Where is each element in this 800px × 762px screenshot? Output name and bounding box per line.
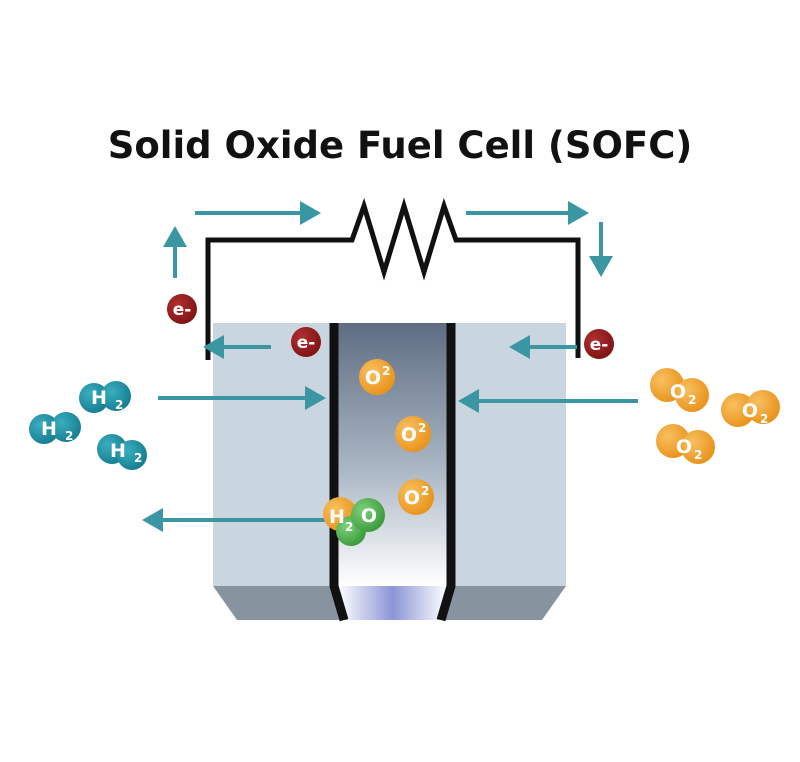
hydrogen-symbol: H bbox=[91, 387, 107, 409]
oxide-ion: O 2 bbox=[398, 479, 434, 515]
oxide-superscript: 2 bbox=[382, 364, 390, 378]
water-molecule: H 2 O bbox=[323, 497, 385, 546]
electron-cathode: e- bbox=[584, 329, 614, 359]
flow-arrows bbox=[142, 201, 638, 532]
anode-interface bbox=[329, 323, 349, 622]
water-o-symbol: O bbox=[361, 505, 377, 527]
oxygen-symbol: O bbox=[742, 400, 758, 422]
oxide-ion: O 2 bbox=[395, 416, 431, 452]
cathode bbox=[455, 323, 566, 586]
hydrogen-symbol: H bbox=[110, 440, 126, 462]
electron-label: e- bbox=[173, 300, 192, 320]
electron-label: e- bbox=[590, 335, 609, 355]
oxygen-symbol: O bbox=[670, 381, 686, 403]
electron-label: e- bbox=[297, 333, 316, 353]
oxide-symbol: O bbox=[404, 487, 420, 509]
arrow-electron-cathode bbox=[509, 335, 577, 359]
electrolyte-slot bbox=[338, 586, 447, 620]
arrow-water-out bbox=[142, 508, 326, 532]
anode bbox=[213, 323, 330, 586]
hydrogen-molecule: H 2 bbox=[97, 434, 147, 470]
anode-base bbox=[213, 586, 352, 620]
electron-anode: e- bbox=[291, 327, 321, 357]
arrow-current-up bbox=[163, 226, 187, 278]
hydrogen-subscript: 2 bbox=[65, 429, 73, 443]
arrow-electron-anode bbox=[203, 335, 271, 359]
electrolyte bbox=[338, 323, 447, 586]
oxide-superscript: 2 bbox=[421, 484, 429, 498]
oxygen-subscript: 2 bbox=[694, 448, 702, 462]
oxygen-subscript: 2 bbox=[688, 393, 696, 407]
arrow-current-top-left bbox=[195, 201, 321, 225]
diagram-title: Solid Oxide Fuel Cell (SOFC) bbox=[108, 124, 693, 167]
arrow-oxygen-in bbox=[458, 389, 638, 413]
oxide-ion: O 2 bbox=[359, 359, 395, 395]
cathode-interface bbox=[436, 323, 456, 622]
cathode-base bbox=[433, 586, 566, 620]
oxide-symbol: O bbox=[401, 424, 417, 446]
electron-anode-side: e- bbox=[167, 294, 197, 324]
water-subscript: 2 bbox=[345, 520, 353, 534]
hydrogen-subscript: 2 bbox=[134, 451, 142, 465]
hydrogen-subscript: 2 bbox=[115, 398, 123, 412]
external-circuit bbox=[205, 197, 581, 360]
water-h-symbol: H bbox=[329, 506, 345, 528]
oxide-superscript: 2 bbox=[418, 421, 426, 435]
hydrogen-molecule: H 2 bbox=[79, 381, 131, 413]
oxygen-molecule: O 2 bbox=[721, 390, 780, 427]
oxygen-subscript: 2 bbox=[760, 412, 768, 426]
oxygen-molecule: O 2 bbox=[656, 424, 715, 464]
oxygen-symbol: O bbox=[676, 436, 692, 458]
arrow-current-top-right bbox=[466, 201, 589, 225]
arrow-current-down bbox=[589, 222, 613, 277]
oxide-symbol: O bbox=[365, 367, 381, 389]
arrow-hydrogen-in bbox=[158, 386, 326, 410]
hydrogen-molecule: H 2 bbox=[29, 412, 81, 444]
oxygen-molecule: O 2 bbox=[650, 368, 709, 412]
hydrogen-symbol: H bbox=[41, 418, 57, 440]
